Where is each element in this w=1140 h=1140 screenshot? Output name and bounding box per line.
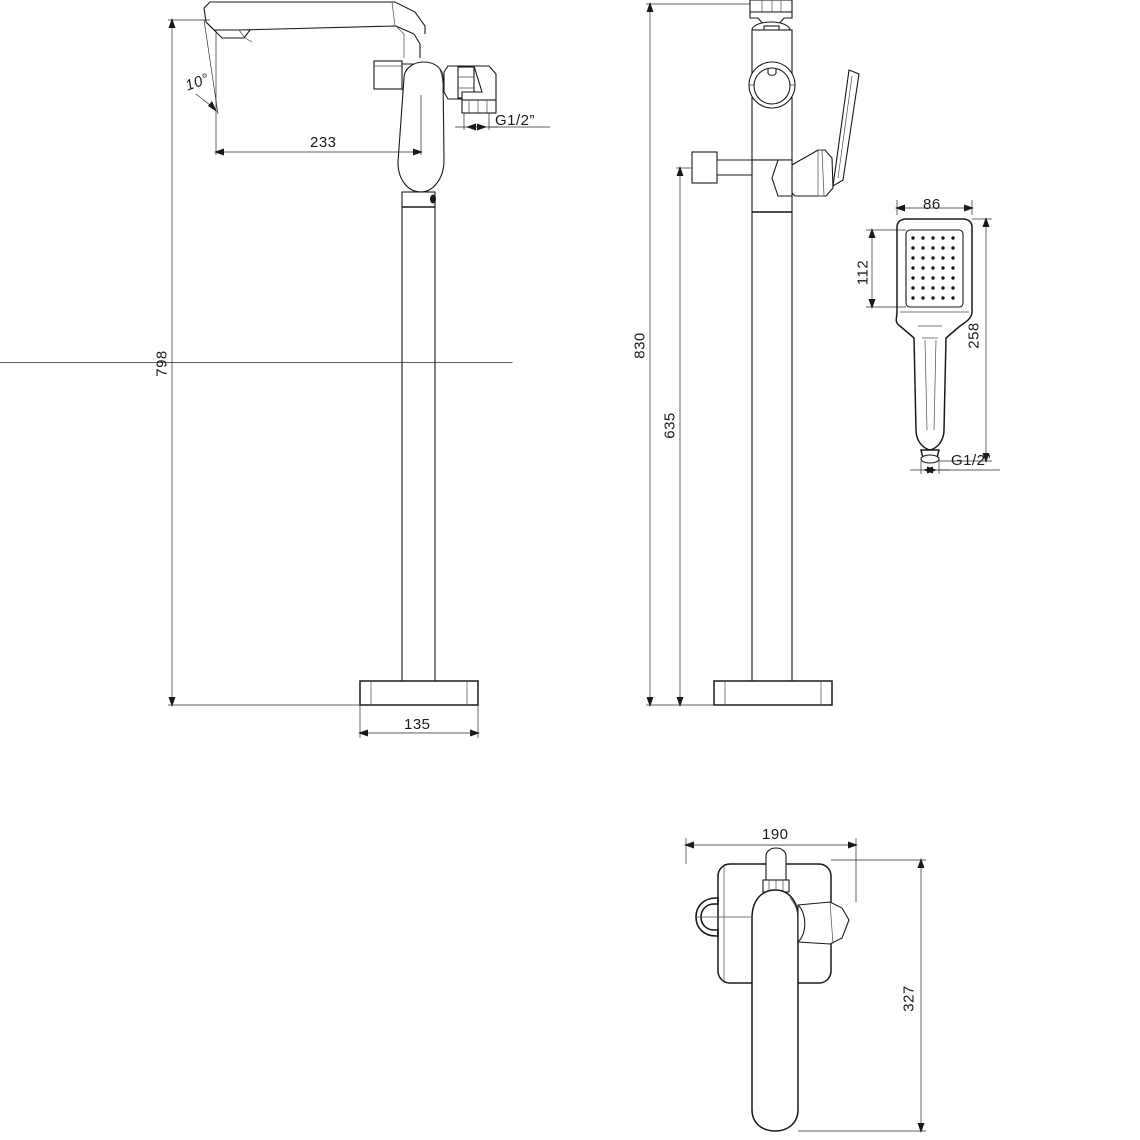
spindle-cap xyxy=(762,847,790,893)
base-plate-side xyxy=(713,680,833,706)
inlet-elbow xyxy=(443,65,497,114)
front-view-geometry xyxy=(203,1,497,706)
hose-hook xyxy=(695,897,719,937)
front-view-dimensions xyxy=(0,18,550,738)
dim-label-135: 135 xyxy=(404,716,431,733)
mixer-body xyxy=(373,60,445,193)
ring-detail xyxy=(748,61,796,109)
dim-label-g12-inlet: G1/2” xyxy=(495,112,536,129)
side-view-dimensions xyxy=(646,2,750,707)
spray-nozzle-dots xyxy=(911,236,955,300)
hand-shower-geometry xyxy=(895,218,973,464)
dim-label-g12-hose: G1/2” xyxy=(951,452,992,469)
diverter-spindle xyxy=(691,151,753,184)
dim-label-190: 190 xyxy=(762,826,789,843)
dim-label-258: 258 xyxy=(965,322,983,349)
hand-shower-dimensions xyxy=(866,200,1000,474)
lever-side xyxy=(771,69,860,197)
column xyxy=(401,191,436,685)
base-plate xyxy=(359,680,479,706)
side-view-geometry xyxy=(691,0,860,706)
dim-label-233: 233 xyxy=(310,134,337,151)
dim-label-112: 112 xyxy=(854,259,872,286)
wall-mixer-dimensions xyxy=(684,838,926,1133)
dim-label-327: 327 xyxy=(900,985,918,1012)
dim-label-830: 830 xyxy=(631,332,649,359)
dim-label-86: 86 xyxy=(923,196,941,213)
wall-mixer-geometry xyxy=(695,847,850,1132)
hose-connector xyxy=(920,449,940,464)
dim-label-798: 798 xyxy=(153,350,171,377)
spout xyxy=(203,1,426,58)
dim-label-635: 635 xyxy=(661,412,679,439)
